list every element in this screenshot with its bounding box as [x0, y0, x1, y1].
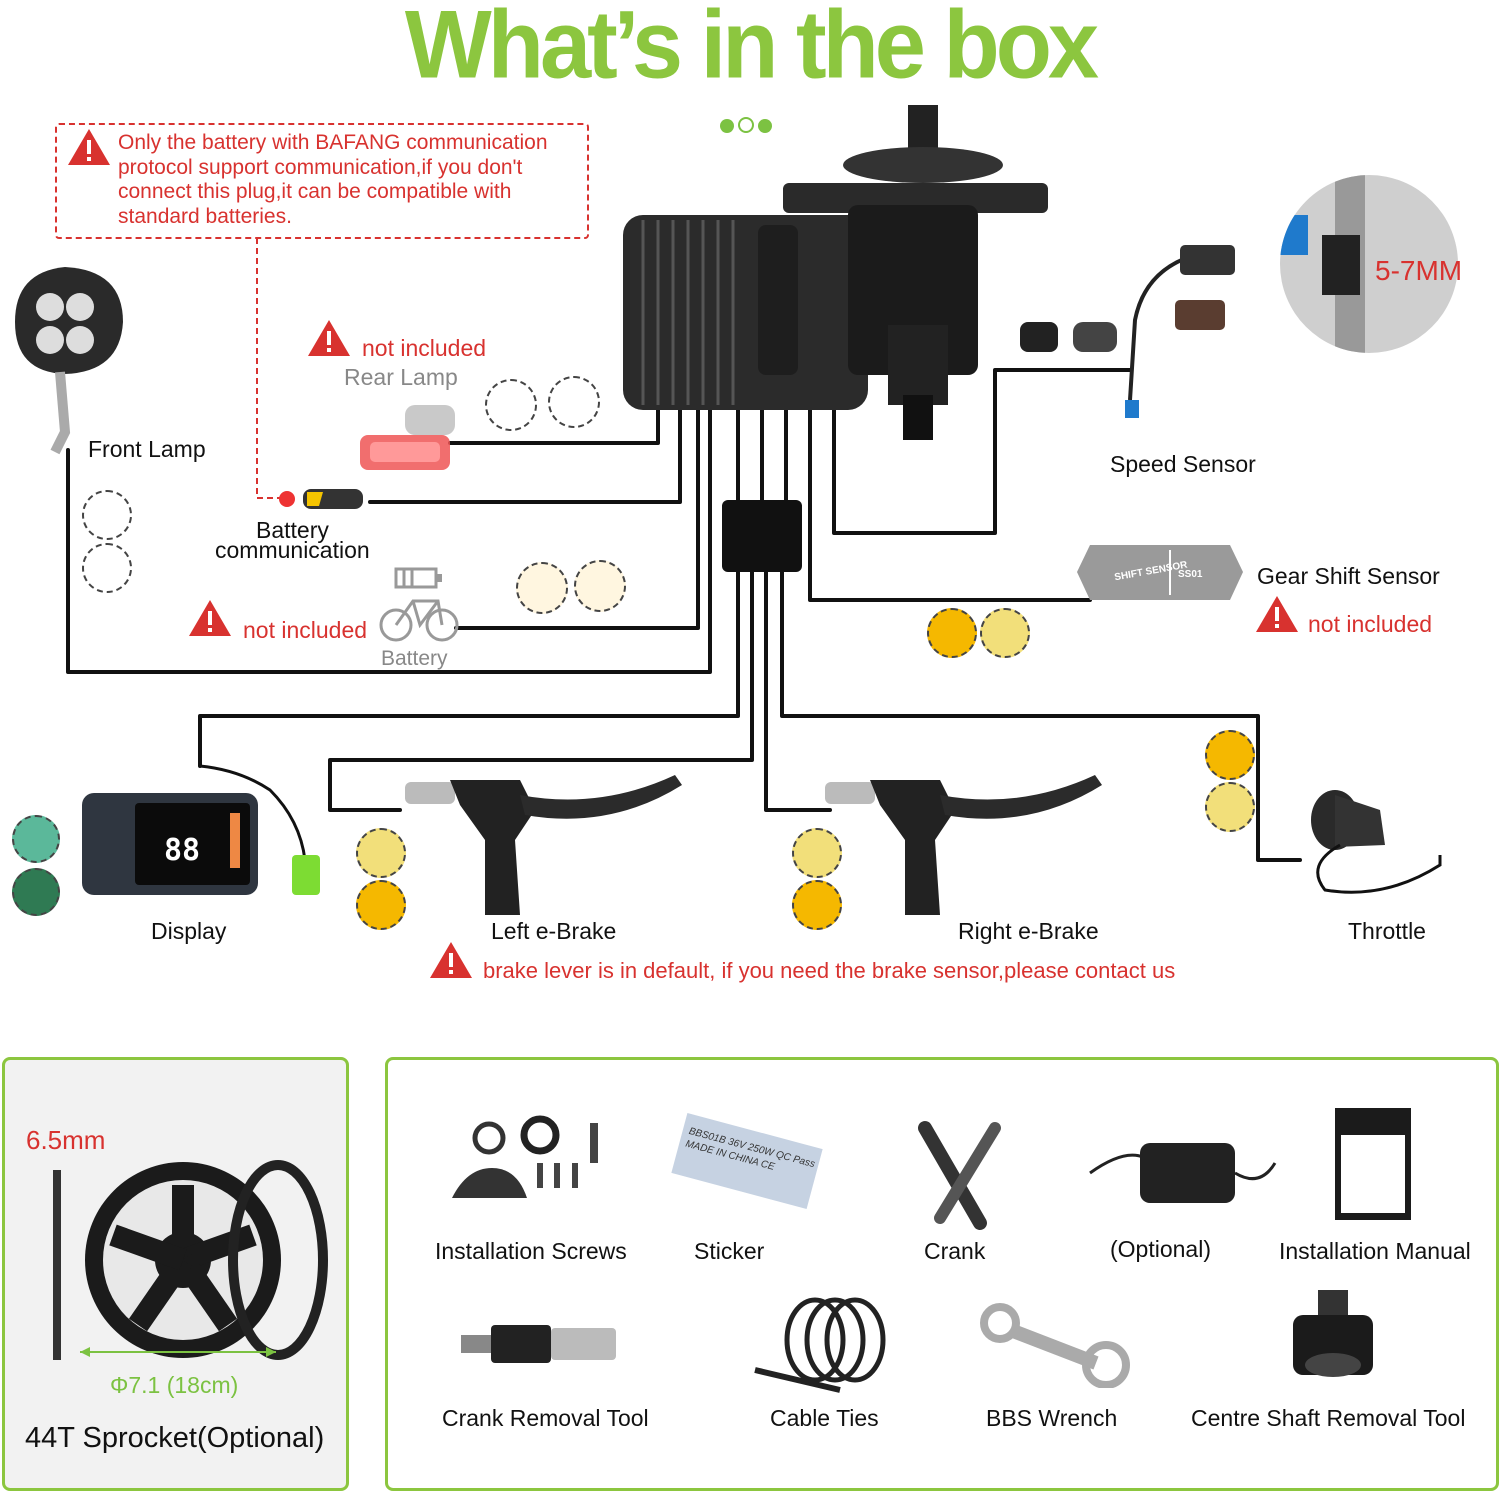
connector-icon [792, 880, 842, 930]
connector-icon [485, 379, 537, 431]
carousel-dots [720, 117, 776, 138]
right-brake-lever-icon [825, 775, 1102, 915]
brake-note: brake lever is in default, if you need t… [483, 958, 1176, 983]
xt60-connector-icon [516, 562, 568, 614]
accessory-label: Installation Manual [1279, 1238, 1471, 1264]
rear-lamp-status: not included [362, 335, 487, 361]
accessory-label: (Optional) [1110, 1236, 1211, 1262]
accessory-label: Installation Screws [435, 1238, 627, 1264]
connector-icon [82, 490, 132, 540]
speed-sensor-detail-photo [1280, 175, 1458, 353]
accessory-label: Centre Shaft Removal Tool [1191, 1405, 1466, 1431]
warning-icon [68, 129, 110, 165]
front-lamp-icon [15, 267, 123, 455]
accessory-label: BBS Wrench [986, 1405, 1118, 1431]
left-brake-lever-icon [405, 775, 682, 915]
accessory-label: Crank Removal Tool [442, 1405, 649, 1431]
display-label: Display [151, 918, 227, 944]
notice-text: Only the battery with BAFANG communicati… [118, 131, 548, 228]
installation-screws-icon [452, 1115, 598, 1198]
gear-shift-sensor-label: Gear Shift Sensor [1257, 563, 1440, 589]
gear-shift-sensor-icon [1077, 545, 1243, 600]
warning-icon [189, 600, 231, 636]
notice-box [55, 123, 589, 239]
centre-shaft-removal-tool-icon [1293, 1290, 1373, 1377]
connector-icon [927, 608, 977, 658]
display-unit-icon [82, 793, 258, 895]
accessory-label: Sticker [694, 1238, 765, 1264]
connector-icon [356, 880, 406, 930]
connector-icon [356, 828, 406, 878]
connector-icon [82, 543, 132, 593]
battery-communication-label-1: Battery [256, 517, 329, 543]
accessory-label: Cable Ties [770, 1405, 879, 1431]
speed-sensor-icon [1020, 245, 1235, 418]
throttle-icon [1311, 790, 1442, 894]
accessories-panel [385, 1057, 1499, 1491]
speed-sensor-gap-label: 5-7MM [1375, 255, 1463, 286]
gear-shift-sensor-text-b: SS01 [1178, 569, 1203, 580]
warning-icon [308, 320, 350, 356]
manual-cover-photo [1341, 1135, 1405, 1213]
diameter-dimension-line [80, 1347, 276, 1357]
right-brake-label: Right e-Brake [958, 918, 1099, 944]
crank-icon [918, 1121, 1001, 1230]
battery-status: not included [243, 617, 368, 643]
gear-shift-sensor-status: not included [1308, 611, 1433, 637]
sprocket-icon [53, 1160, 328, 1360]
battery-label: Battery [381, 647, 448, 670]
connector-icon [12, 868, 60, 916]
display-connector-icon [292, 855, 320, 895]
left-brake-label: Left e-Brake [491, 918, 617, 944]
xt60-connector-icon [574, 560, 626, 612]
mid-drive-motor [623, 105, 1048, 440]
carousel-dot [738, 117, 754, 133]
cable-ties-icon [754, 1297, 886, 1393]
connector-icon [792, 828, 842, 878]
battery-communication-connector-icon [279, 489, 363, 509]
rear-lamp-label: Rear Lamp [344, 364, 458, 390]
warning-icon [1256, 596, 1298, 632]
connector-icon [12, 815, 60, 863]
bbs-wrench-icon [980, 1303, 1130, 1388]
wiring-diagram [66, 238, 1302, 862]
accessory-label: Crank [924, 1238, 986, 1264]
sprocket-label: 44T Sprocket(Optional) [25, 1422, 325, 1454]
page-title: What’s in the box [404, 0, 1099, 99]
connector-icon [1205, 730, 1255, 780]
sprocket-thickness: 6.5mm [26, 1125, 106, 1155]
carousel-dot [720, 119, 734, 133]
battery-communication-label-2: communication [215, 537, 370, 563]
connector-icon [980, 608, 1030, 658]
front-lamp-label: Front Lamp [88, 436, 206, 462]
display-readout: 88 [164, 833, 201, 868]
battery-bicycle-icon [379, 567, 459, 642]
rear-lamp-icon [360, 405, 455, 470]
warning-icon [430, 942, 472, 978]
connector-icon [548, 376, 600, 428]
connector-icon [1205, 782, 1255, 832]
sprocket-diameter: Φ7.1 (18cm) [110, 1372, 239, 1398]
crank-removal-tool-icon [461, 1325, 616, 1363]
carousel-dot [758, 119, 772, 133]
throttle-label: Throttle [1348, 918, 1426, 944]
charger-icon [1089, 1143, 1277, 1203]
speed-sensor-label: Speed Sensor [1110, 451, 1256, 477]
